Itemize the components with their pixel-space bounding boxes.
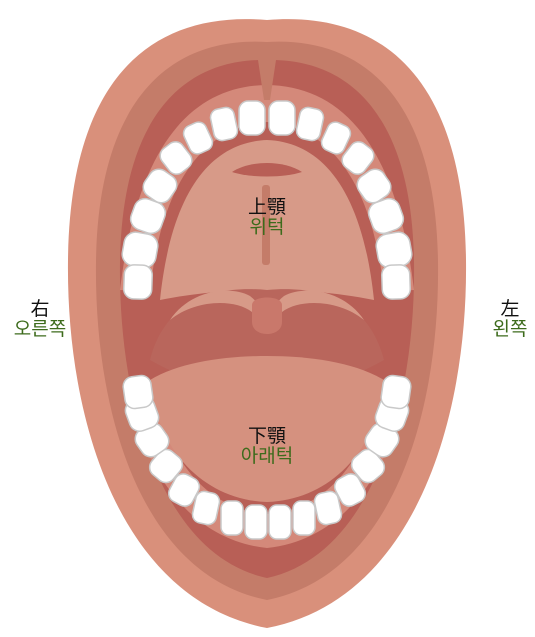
- label-left: 左 왼쪽: [486, 300, 534, 340]
- label-right-ko: 오른쪽: [4, 320, 76, 340]
- lower-tooth: [122, 374, 154, 410]
- upper-tooth: [239, 101, 265, 135]
- upper-tooth: [123, 265, 152, 300]
- uvula: [252, 298, 282, 335]
- lower-tooth: [293, 501, 315, 535]
- label-left-cjk: 左: [486, 300, 534, 320]
- label-lower-cjk: 下顎: [222, 427, 312, 447]
- upper-tooth: [120, 230, 159, 269]
- label-right-cjk: 右: [4, 300, 76, 320]
- label-upper-jaw: 上顎 위턱: [222, 198, 312, 238]
- upper-tooth: [374, 230, 413, 269]
- label-upper-ko: 위턱: [222, 218, 312, 238]
- label-right: 右 오른쪽: [4, 300, 76, 340]
- upper-tooth: [381, 265, 410, 300]
- label-lower-jaw: 下顎 아래턱: [222, 427, 312, 467]
- label-left-ko: 왼쪽: [486, 320, 534, 340]
- label-upper-cjk: 上顎: [222, 198, 312, 218]
- upper-tooth: [269, 101, 295, 135]
- label-lower-ko: 아래턱: [222, 447, 312, 467]
- lower-tooth: [245, 505, 267, 539]
- lower-tooth: [269, 505, 291, 539]
- lower-tooth: [380, 374, 412, 410]
- lower-tooth: [221, 501, 243, 535]
